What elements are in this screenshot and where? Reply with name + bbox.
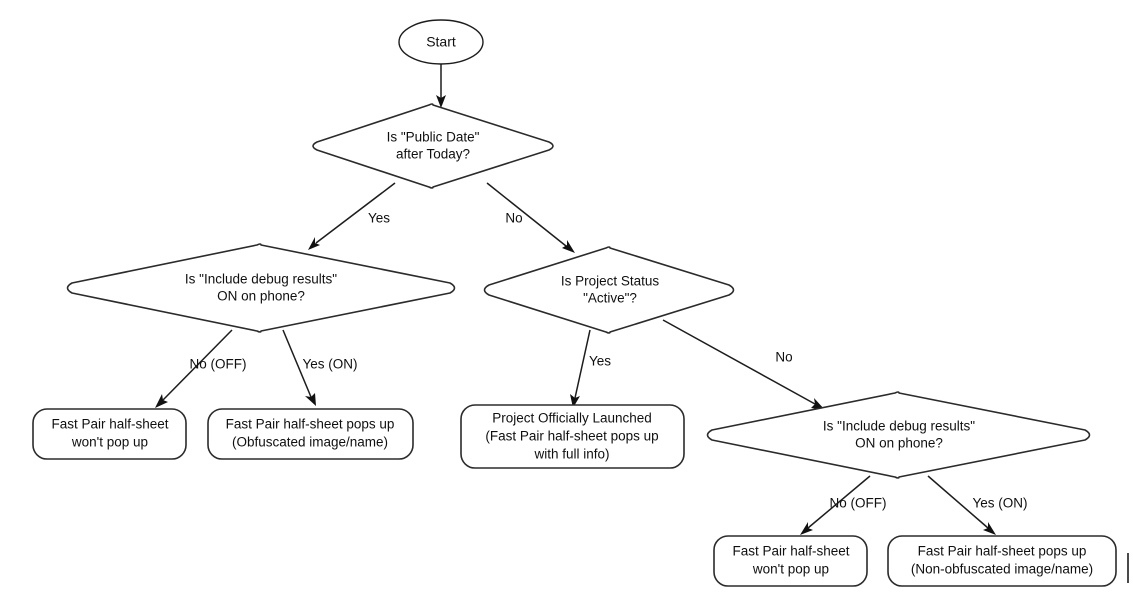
node-result-left-off[interactable]: Fast Pair half-sheet won't pop up — [32, 408, 187, 460]
node-decision-debug-left[interactable]: Is "Include debug results" ON on phone? — [66, 243, 456, 333]
edge-label-debug-left-off: No (OFF) — [190, 357, 247, 372]
edge-label-project-status-no: No — [775, 350, 792, 365]
node-decision-project-status-line2: "Active"? — [583, 291, 637, 306]
node-result-right-off-line1: Fast Pair half-sheet — [732, 544, 849, 559]
node-decision-public-date[interactable]: Is "Public Date" after Today? — [312, 103, 554, 189]
node-decision-debug-left-line2: ON on phone? — [217, 289, 305, 304]
node-decision-debug-right-line1: Is "Include debug results" — [823, 419, 975, 434]
node-result-right-off-line2: won't pop up — [752, 562, 829, 577]
node-result-launched[interactable]: Project Officially Launched (Fast Pair h… — [460, 404, 685, 469]
node-result-right-on[interactable]: Fast Pair half-sheet pops up (Non-obfusc… — [887, 535, 1117, 587]
node-result-left-off-line1: Fast Pair half-sheet — [51, 417, 168, 432]
node-result-right-on-line1: Fast Pair half-sheet pops up — [918, 544, 1087, 559]
node-start[interactable]: Start — [398, 19, 484, 65]
edge-label-project-status-yes: Yes — [589, 354, 611, 369]
edge-public-date-no: No — [486, 182, 575, 253]
edge-project-status-yes: Yes — [570, 329, 611, 408]
node-result-right-on-line2: (Non-obfuscated image/name) — [911, 562, 1093, 577]
edge-label-public-date-yes: Yes — [368, 211, 390, 226]
edge-start-to-public-date — [436, 63, 446, 108]
node-result-launched-line3: with full info) — [533, 447, 609, 462]
edge-debug-left-on: Yes (ON) — [282, 329, 358, 406]
edge-debug-left-off: No (OFF) — [155, 329, 247, 408]
node-decision-public-date-line2: after Today? — [396, 147, 470, 162]
edge-debug-right-on: Yes (ON) — [927, 475, 1028, 535]
edge-label-debug-left-on: Yes (ON) — [302, 357, 357, 372]
edge-public-date-yes: Yes — [308, 182, 396, 250]
edge-project-status-no: No — [662, 319, 825, 410]
node-decision-debug-right[interactable]: Is "Include debug results" ON on phone? — [706, 391, 1091, 479]
node-decision-debug-left-line1: Is "Include debug results" — [185, 272, 337, 287]
node-decision-project-status[interactable]: Is Project Status "Active"? — [483, 246, 735, 334]
edge-debug-right-off: No (OFF) — [800, 475, 887, 535]
node-decision-project-status-line1: Is Project Status — [561, 274, 660, 289]
edge-label-debug-right-on: Yes (ON) — [972, 496, 1027, 511]
node-result-right-off[interactable]: Fast Pair half-sheet won't pop up — [713, 535, 868, 587]
node-result-left-on-line2: (Obfuscated image/name) — [232, 435, 388, 450]
edge-label-debug-right-off: No (OFF) — [830, 496, 887, 511]
node-result-launched-line2: (Fast Pair half-sheet pops up — [485, 429, 658, 444]
node-start-label: Start — [426, 34, 456, 50]
node-decision-debug-right-line2: ON on phone? — [855, 436, 943, 451]
node-result-launched-line1: Project Officially Launched — [492, 411, 652, 426]
node-decision-public-date-line1: Is "Public Date" — [387, 130, 480, 145]
node-result-left-on-line1: Fast Pair half-sheet pops up — [226, 417, 395, 432]
node-result-left-off-line2: won't pop up — [71, 435, 148, 450]
edge-label-public-date-no: No — [505, 211, 522, 226]
node-result-left-on[interactable]: Fast Pair half-sheet pops up (Obfuscated… — [207, 408, 414, 460]
